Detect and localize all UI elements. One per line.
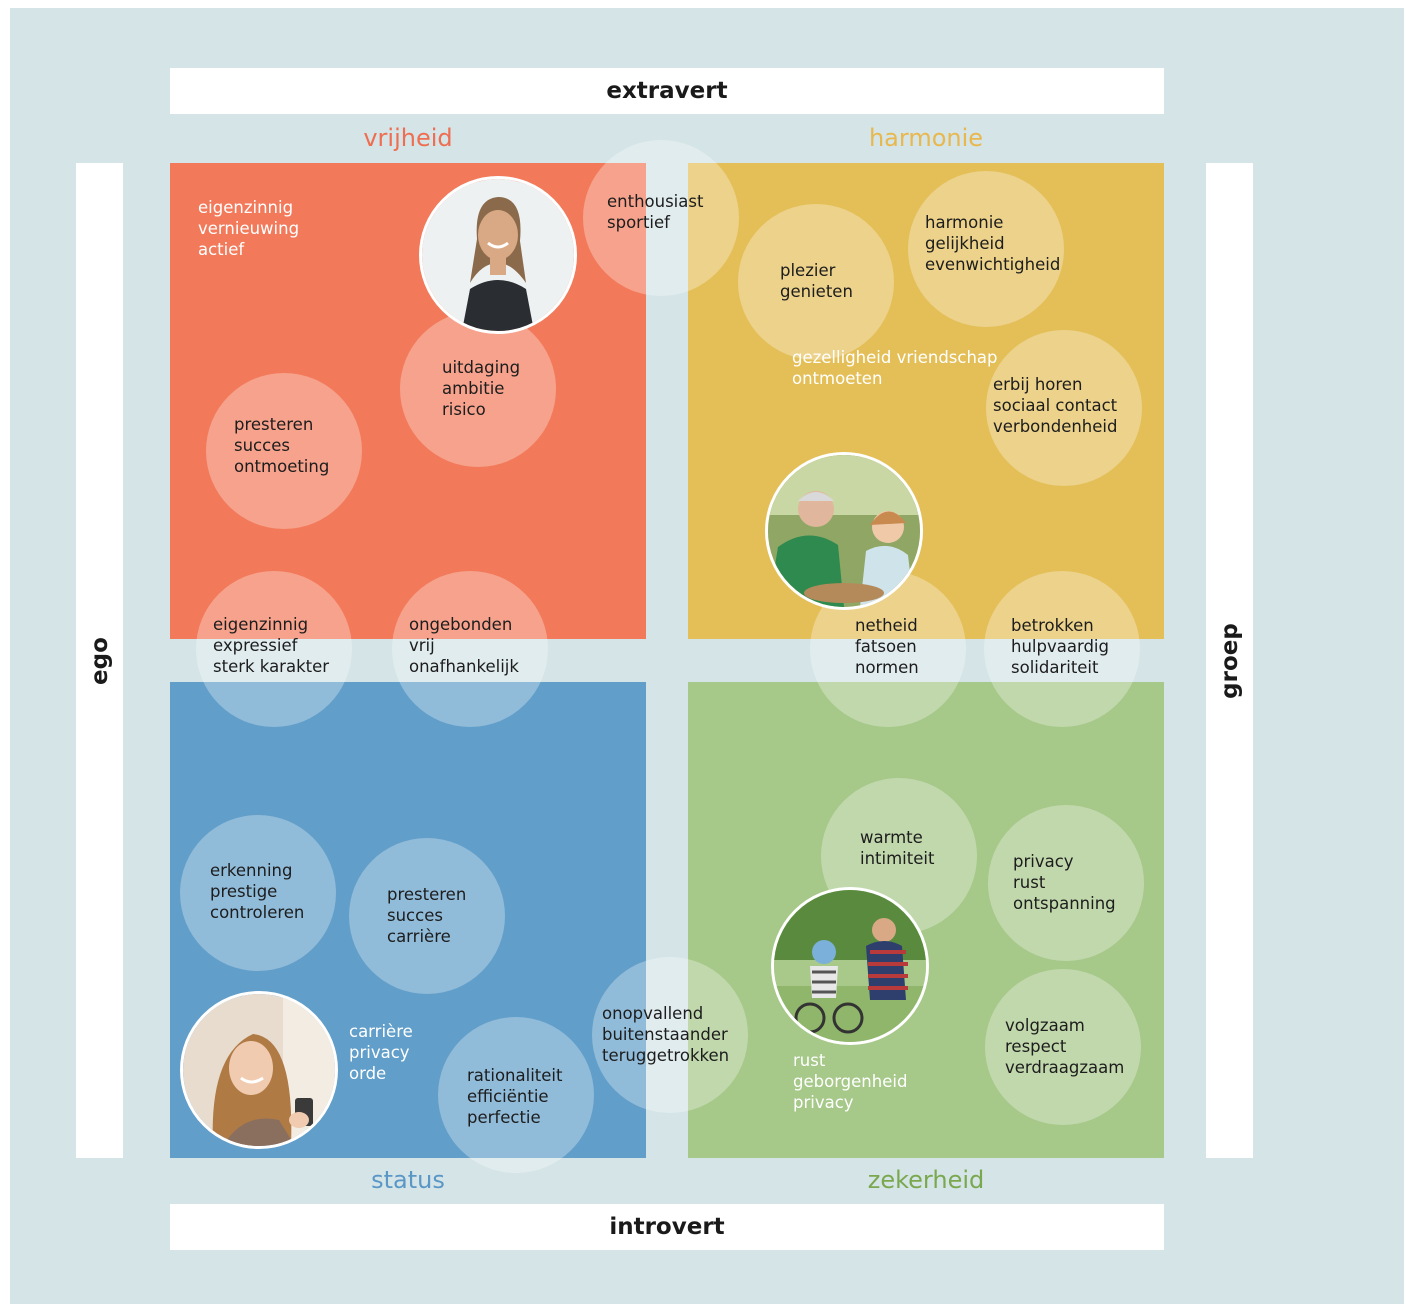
circle-presteren-carriere xyxy=(349,838,505,994)
label-status: carrière privacy orde xyxy=(349,1022,413,1083)
circle-text-presteren-carriere: presteren succes carrière xyxy=(387,885,467,946)
circle-ongebonden xyxy=(392,571,548,727)
circle-text-privacy-rust: privacy rust ontspanning xyxy=(1013,852,1116,913)
circle-text-rationaliteit: rationaliteit efficiëntie perfectie xyxy=(467,1066,563,1127)
circle-text-volgzaam: volgzaam respect verdraagzaam xyxy=(1005,1016,1125,1077)
circle-text-erkenning: erkenning prestige controleren xyxy=(210,861,305,922)
circle-erbij xyxy=(986,330,1142,486)
grandfather-child-icon xyxy=(768,455,920,607)
circle-text-ongebonden: ongebonden vrij onafhankelijk xyxy=(409,615,519,676)
circle-enthousiast xyxy=(583,140,739,296)
axis-top-label: extravert xyxy=(606,78,728,104)
circle-eigenzinnig xyxy=(196,571,352,727)
circle-plezier xyxy=(738,204,894,360)
circle-harmonie xyxy=(908,171,1064,327)
circle-presteren-ontmoeting xyxy=(206,373,362,529)
photo-smiling-woman-phone xyxy=(180,991,338,1149)
quadrant-title-zekerheid: zekerheid xyxy=(867,1166,985,1194)
circle-betrokken xyxy=(984,571,1140,727)
circle-privacy-rust xyxy=(988,805,1144,961)
quadrant-title-harmonie: harmonie xyxy=(868,124,984,152)
circle-volgzaam xyxy=(985,969,1141,1125)
circle-text-eigenzinnig: eigenzinnig expressief sterk karakter xyxy=(213,615,330,676)
circle-text-erbij: erbij horen sociaal contact verbondenhei… xyxy=(993,375,1118,436)
axis-right-groep: groep xyxy=(1206,163,1253,1158)
circle-text-warmte: warmte intimiteit xyxy=(860,828,935,868)
axis-left-label: ego xyxy=(86,636,113,685)
circle-text-betrokken: betrokken hulpvaardig solidariteit xyxy=(1011,616,1109,677)
father-child-bike-icon xyxy=(774,890,926,1042)
quadrant-harmonie xyxy=(688,163,1164,639)
circle-uitdaging xyxy=(400,311,556,467)
label-harmonie: gezelligheid vriendschap ontmoeten xyxy=(792,348,998,388)
woman-phone-icon xyxy=(183,994,335,1146)
circle-text-presteren-ontmoeting: presteren succes ontmoeting xyxy=(234,415,330,476)
circle-text-plezier: plezier genieten xyxy=(780,261,853,301)
circle-text-netheid: netheid fatsoen normen xyxy=(855,616,919,677)
photo-grandfather-child xyxy=(765,452,923,610)
label-vrijheid: eigenzinnig vernieuwing actief xyxy=(198,198,300,259)
circle-onopvallend xyxy=(592,957,748,1113)
circle-text-uitdaging: uitdaging ambitie risico xyxy=(442,358,521,419)
axis-bottom-introvert: introvert xyxy=(170,1204,1164,1250)
circle-rationaliteit xyxy=(438,1017,594,1173)
quadrant-title-status: status xyxy=(371,1166,445,1194)
circle-erkenning xyxy=(180,815,336,971)
axis-right-label: groep xyxy=(1216,622,1243,699)
circle-text-harmonie: harmonie gelijkheid evenwichtigheid xyxy=(925,213,1061,274)
axis-bottom-label: introvert xyxy=(609,1214,725,1240)
portrait-woman-icon xyxy=(422,179,574,331)
circle-text-onopvallend: onopvallend buitenstaander teruggetrokke… xyxy=(602,1004,730,1065)
quadrant-zekerheid xyxy=(688,682,1164,1158)
axis-top-extravert: extravert xyxy=(170,68,1164,114)
quadrant-title-vrijheid: vrijheid xyxy=(363,124,453,152)
photo-father-child-bike xyxy=(771,887,929,1045)
label-zekerheid: rust geborgenheid privacy xyxy=(793,1051,908,1112)
axis-left-ego: ego xyxy=(76,163,123,1158)
photo-sporty-woman xyxy=(419,176,577,334)
circle-text-enthousiast: enthousiast sportief xyxy=(607,192,704,232)
